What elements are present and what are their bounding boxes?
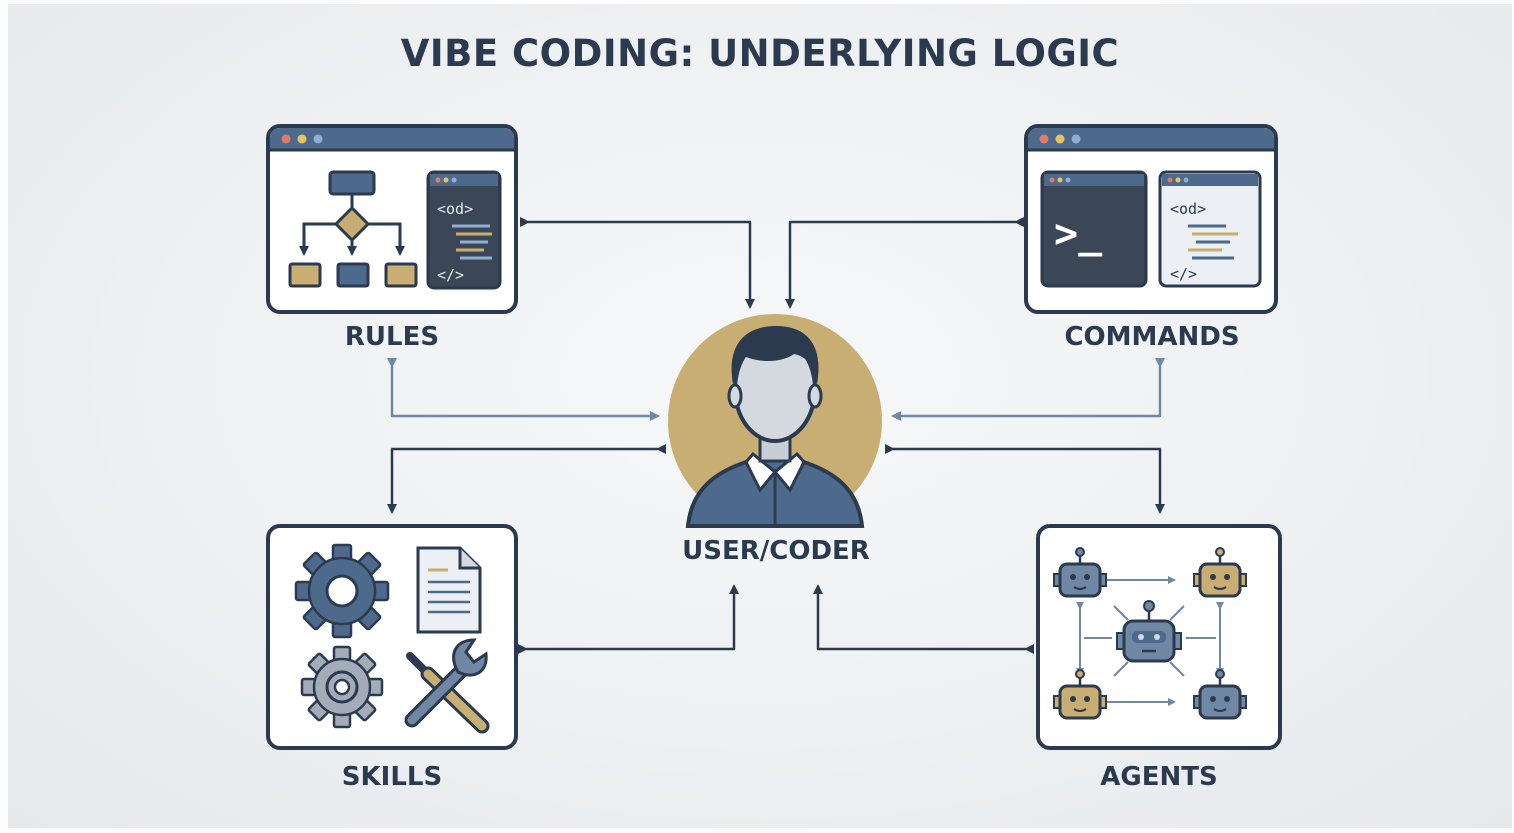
document-icon <box>416 546 482 634</box>
robot-bottom-left-icon <box>1053 669 1107 720</box>
arrow-rules-to-user <box>520 217 755 309</box>
rules-code-close: </> <box>437 266 464 284</box>
skills-box <box>266 524 518 750</box>
connector-arrows <box>387 217 1165 654</box>
agents-label: AGENTS <box>1100 762 1218 792</box>
commands-window: >_ <od> </> <box>1024 124 1278 314</box>
robot-bottom-right-icon <box>1193 669 1247 720</box>
flowchart-icon <box>288 170 418 288</box>
user-coder-label: USER/CODER <box>682 536 870 566</box>
skills-label: SKILLS <box>341 762 443 792</box>
arrow-skills-to-user <box>387 444 666 514</box>
arrow-rules-label-to-user <box>387 358 660 421</box>
arrow-skills-box-to-user <box>518 584 739 654</box>
robot-top-left-icon <box>1053 547 1107 598</box>
small-gear-icon <box>300 645 384 729</box>
rules-code-open: <od> <box>437 200 473 218</box>
code-panel-icon: <od> </> <box>426 170 502 290</box>
commands-code-open: <od> <box>1170 200 1206 218</box>
terminal-prompt: >_ <box>1054 211 1103 257</box>
commands-code-close: </> <box>1170 265 1197 283</box>
wrench-screwdriver-icon <box>404 638 490 734</box>
terminal-icon: >_ <box>1040 170 1148 288</box>
arrow-commands-label-to-user <box>891 358 1165 421</box>
diagram-graphics: <od> </> >_ <box>266 124 1282 750</box>
agents-box <box>1036 524 1282 750</box>
robot-center-icon <box>1116 600 1182 663</box>
large-gear-icon <box>294 543 390 639</box>
user-coder-node <box>668 314 882 528</box>
robot-top-right-icon <box>1193 547 1247 598</box>
arrow-commands-to-user <box>785 217 1024 309</box>
code-document-icon: <od> </> <box>1158 170 1262 288</box>
commands-label: COMMANDS <box>1064 322 1240 352</box>
arrow-agents-to-user <box>885 444 1165 514</box>
diagram-canvas: VIBE CODING: UNDERLYING LOGIC <box>8 4 1512 828</box>
arrow-agents-box-to-user <box>813 584 1034 654</box>
diagram-title: VIBE CODING: UNDERLYING LOGIC <box>400 32 1120 75</box>
rules-label: RULES <box>344 322 440 352</box>
rules-window: <od> </> <box>266 124 518 314</box>
